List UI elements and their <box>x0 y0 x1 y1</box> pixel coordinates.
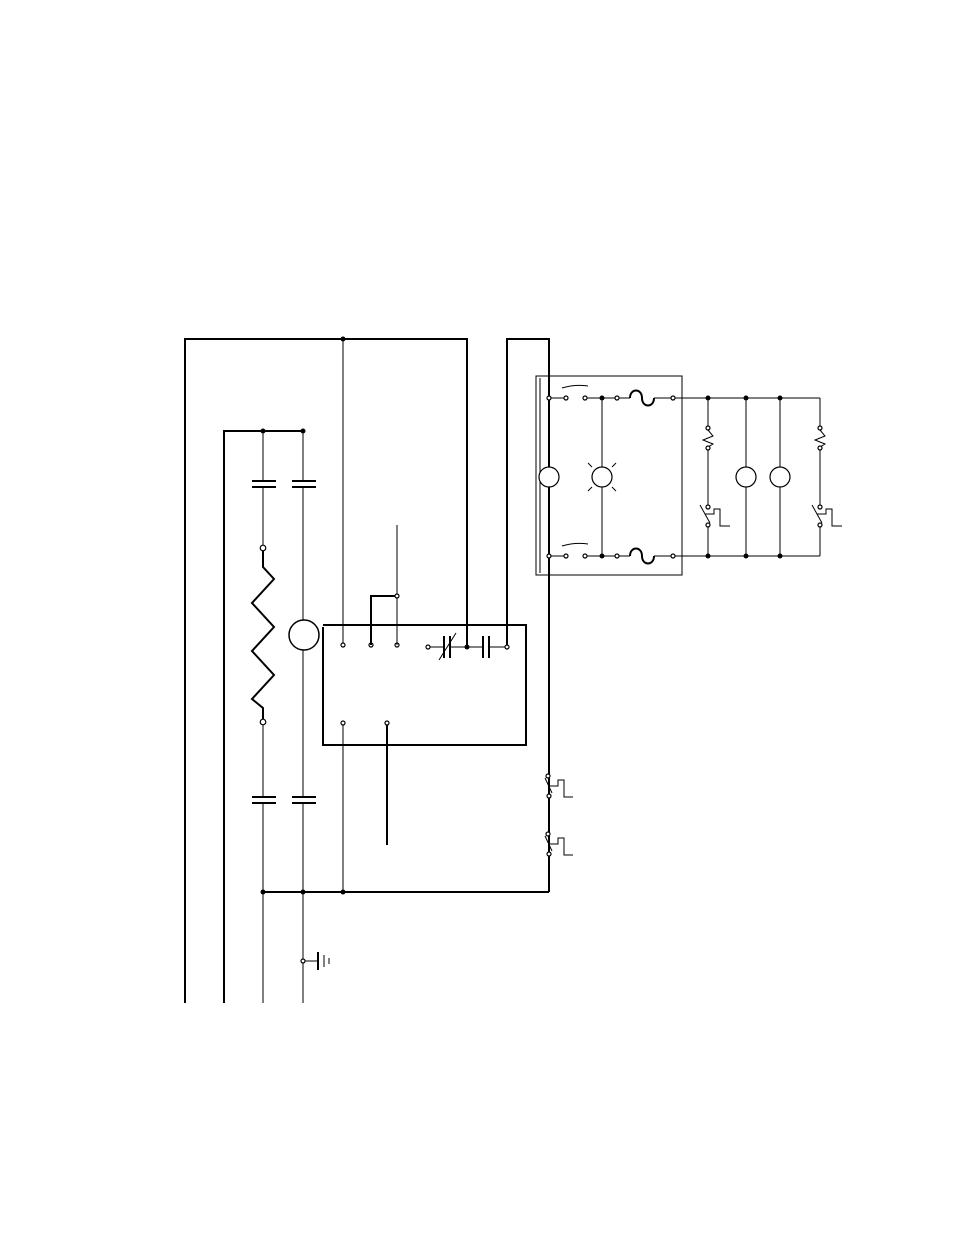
terminal <box>260 719 266 725</box>
terminal <box>260 545 266 551</box>
lamp-icon <box>588 463 616 491</box>
switch-arc <box>562 385 588 388</box>
pressure-switch-lower <box>545 832 573 856</box>
right-load-bank <box>675 396 842 559</box>
indicator-circle <box>736 467 756 487</box>
main-supply-loop <box>185 337 549 1004</box>
resistor-symbol <box>252 551 274 719</box>
thermal-switch-symbol <box>812 505 842 526</box>
indicator-circle <box>539 467 559 487</box>
capacitor-symbol <box>483 636 489 658</box>
switch-arc <box>562 543 588 546</box>
control-board <box>323 525 526 892</box>
right-subpanel <box>536 376 682 575</box>
capacitor-symbol <box>292 797 316 803</box>
control-board-outline <box>323 625 526 745</box>
bottom-return-bus <box>261 890 550 895</box>
fuse-symbol <box>630 549 654 564</box>
indicator-circle <box>770 467 790 487</box>
bus-line-outer <box>185 339 467 1003</box>
heater-element-symbol <box>815 430 825 447</box>
fuse-symbol <box>630 391 654 406</box>
capacitor-symbol <box>292 481 316 487</box>
capacitor-symbol <box>252 481 276 487</box>
heater-element-symbol <box>703 430 713 447</box>
thermal-switch-symbol <box>700 505 730 526</box>
pressure-switch-upper <box>545 774 573 798</box>
motor-circle <box>289 620 319 650</box>
left-component-column <box>252 429 319 1004</box>
capacitor-symbol <box>252 797 276 803</box>
junction-dot <box>341 337 346 342</box>
bus-line-right <box>507 339 549 892</box>
ground-symbol <box>301 952 329 970</box>
